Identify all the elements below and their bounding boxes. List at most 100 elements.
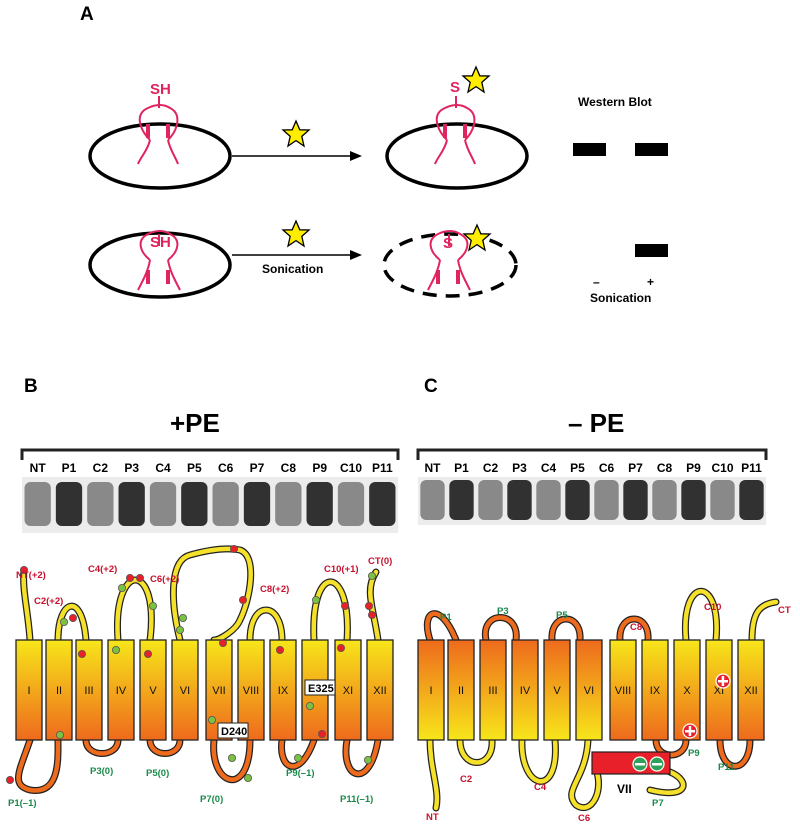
- lane-label-p7: P7: [628, 461, 643, 475]
- helix-i: [15, 639, 43, 741]
- thiol-label-row2: SH: [150, 234, 171, 251]
- helix-label-v: V: [149, 685, 157, 697]
- helix-xii: [737, 639, 765, 741]
- blot-lane-nt: [420, 480, 445, 520]
- blot-lane-c6: [212, 482, 239, 526]
- lane-label-c2: C2: [483, 461, 499, 475]
- lane-label-p3: P3: [124, 461, 139, 475]
- residue-dots-b: [6, 545, 376, 785]
- label-c10: C10(+1): [324, 564, 359, 575]
- label-c-p7: P7: [652, 798, 664, 809]
- blot-lane-p11: [739, 480, 764, 520]
- helix-xii: [366, 639, 394, 741]
- protein-row2-after: [427, 230, 471, 291]
- helix-vii-reversed: [591, 751, 671, 775]
- helix-label-ii: II: [458, 685, 464, 697]
- helix-label-iv: IV: [520, 685, 531, 697]
- lane-label-c10: C10: [711, 461, 733, 475]
- lane-label-c4: C4: [541, 461, 557, 475]
- lane-label-nt: NT: [425, 461, 442, 475]
- label-c2: C2(+2): [34, 596, 63, 607]
- label-c-c2: C2: [460, 774, 472, 785]
- helix-x: [673, 639, 701, 741]
- labeled-thiol-row1: S: [450, 79, 460, 96]
- label-c-c6: C6: [578, 813, 590, 824]
- blot-lane-p9: [306, 482, 333, 526]
- helix-label-ix: IX: [278, 685, 289, 697]
- label-c-p9: P9: [688, 748, 700, 759]
- negative-charge-icon: [632, 756, 665, 772]
- label-p11: P11(–1): [340, 794, 373, 805]
- label-p7: P7(0): [200, 794, 223, 805]
- helix-ii: [45, 639, 73, 741]
- blot-lane-nt: [24, 482, 51, 526]
- blot-band-row1-plus: [635, 143, 668, 156]
- blot-image-c: [418, 477, 766, 525]
- helix-label-i: I: [27, 685, 30, 697]
- lane-minus-label: –: [593, 275, 600, 289]
- blot-lane-p7: [623, 480, 648, 520]
- blot-lane-p9: [681, 480, 706, 520]
- label-c-p3: P3: [497, 606, 509, 617]
- helix-iv: [107, 639, 135, 741]
- helix-label-xi: XI: [714, 685, 724, 697]
- lane-label-c10: C10: [340, 461, 362, 475]
- label-c-nt: NT: [426, 812, 439, 823]
- vesicle-intact-1: [88, 122, 232, 190]
- lane-label-nt: NT: [30, 461, 47, 475]
- blot-lane-p3: [507, 480, 532, 520]
- helix-iii: [479, 639, 507, 741]
- label-c4: C4(+2): [88, 564, 117, 575]
- helix-ix: [269, 639, 297, 741]
- label-c-p5: P5: [556, 610, 568, 621]
- helix-xi: [705, 639, 733, 741]
- sonication-arrow-label: Sonication: [262, 262, 323, 276]
- blot-lane-p5: [181, 482, 208, 526]
- label-c-p11: P11: [718, 762, 735, 773]
- panel-b-letter: B: [24, 376, 38, 397]
- blot-lane-c2: [478, 480, 503, 520]
- helix-viii: [237, 639, 265, 741]
- thiol-label-row1: SH: [150, 81, 171, 98]
- lane-label-p9: P9: [686, 461, 701, 475]
- label-p3: P3(0): [90, 766, 113, 777]
- lane-label-p5: P5: [570, 461, 585, 475]
- helices-b: IIIIIIIVVVIVIIVIIIIXXXIXII: [15, 639, 394, 741]
- protein-row1-after: [434, 96, 476, 165]
- blot-lane-c10: [337, 482, 365, 526]
- lane-label-p1: P1: [62, 461, 77, 475]
- panel-c-title: – PE: [568, 408, 624, 438]
- blot-lane-c4: [149, 482, 177, 526]
- helix-label-viii: VIII: [243, 685, 260, 697]
- bound-star-icon-row1: [462, 66, 490, 93]
- labeled-thiol-row2: S: [443, 235, 453, 252]
- blot-lane-c4: [536, 480, 561, 520]
- western-blot-title: Western Blot: [578, 95, 652, 109]
- helix-vi: [575, 639, 603, 741]
- blot-lane-c2: [87, 482, 114, 526]
- label-c6: C6(+2): [150, 574, 179, 585]
- lane-plus-label: +: [647, 275, 654, 289]
- helix-ii: [447, 639, 475, 741]
- panel-a-letter: A: [80, 4, 94, 25]
- helix-label-vii: VII: [212, 685, 225, 697]
- helix-label-xi: XI: [343, 685, 353, 697]
- helix-label-ii: II: [56, 685, 62, 697]
- panel-a: A SH S Western Blot: [80, 4, 668, 305]
- residue-e325: E325: [308, 683, 334, 695]
- lane-label-p5: P5: [187, 461, 202, 475]
- blot-lane-p1: [449, 480, 474, 520]
- blot-lane-c8: [275, 482, 302, 526]
- label-p1: P1(–1): [8, 798, 37, 809]
- topology-loops-c: [423, 587, 780, 812]
- helix-ix: [641, 639, 669, 741]
- helix-i: [417, 639, 445, 741]
- positive-charge-icon: [682, 673, 731, 739]
- helix-label-vi: VI: [584, 685, 594, 697]
- lane-label-c4: C4: [155, 461, 171, 475]
